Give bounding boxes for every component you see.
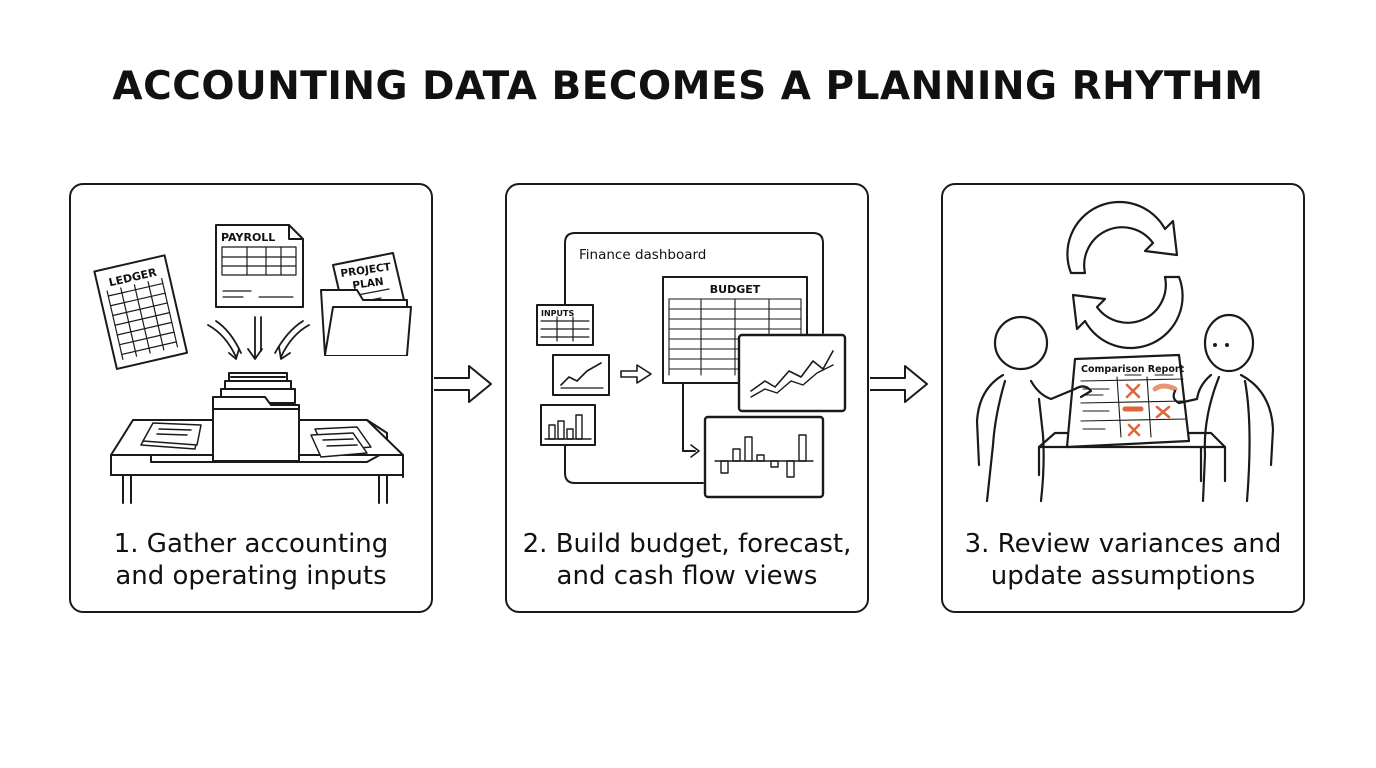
step-1-caption-line-2: and operating inputs xyxy=(115,561,387,591)
right-person-figure xyxy=(1172,313,1275,503)
left-person-figure xyxy=(975,315,1093,503)
dashboard-title: Finance dashboard xyxy=(579,247,706,263)
budget-label: BUDGET xyxy=(710,283,761,296)
forecast-chart xyxy=(737,333,847,413)
mini-bar-chart-icon xyxy=(540,404,596,446)
ledger-document-icon: LEDGER xyxy=(93,254,189,370)
step-2-caption-line-2: and cash flow views xyxy=(556,561,818,591)
step-arrow-1 xyxy=(434,365,492,403)
step-3-caption-line-2: update assumptions xyxy=(990,561,1256,591)
inputs-card: INPUTS xyxy=(536,304,594,346)
comparison-report-board: Comparison Report xyxy=(1065,353,1191,449)
variance-marks xyxy=(1122,383,1178,437)
inputs-label: INPUTS xyxy=(541,309,574,318)
step-1-caption: 1. Gather accounting and operating input… xyxy=(71,528,431,592)
flow-arrow-icon xyxy=(620,364,652,384)
payroll-document-icon: PAYROLL xyxy=(215,224,304,308)
step-3-caption: 3. Review variances and update assumptio… xyxy=(943,528,1303,592)
page-title: ACCOUNTING DATA BECOMES A PLANNING RHYTH… xyxy=(112,64,1264,109)
connector-line xyxy=(682,382,696,452)
project-plan-folder-icon: PROJECT PLAN xyxy=(320,252,412,356)
collect-arrows xyxy=(207,316,310,360)
payroll-label: PAYROLL xyxy=(221,231,275,244)
step-1-panel: LEDGER PAYROLL PROJECT PLAN xyxy=(69,183,433,613)
finance-dashboard-illustration: Finance dashboard INPUTS xyxy=(536,232,847,499)
step-3-panel: Comparison Report xyxy=(941,183,1305,613)
step-2-caption-line-1: 2. Build budget, forecast, xyxy=(522,529,852,559)
paper-stack-right-icon xyxy=(310,426,372,458)
file-box-icon xyxy=(212,372,300,462)
mini-line-chart-icon xyxy=(552,354,610,396)
step-2-panel: Finance dashboard INPUTS xyxy=(505,183,869,613)
gather-inputs-illustration: LEDGER PAYROLL PROJECT PLAN xyxy=(93,224,412,504)
paper-stack-left-icon xyxy=(140,422,202,450)
step-2-caption: 2. Build budget, forecast, and cash flow… xyxy=(507,528,867,592)
review-illustration: Comparison Report xyxy=(975,200,1275,503)
project-plan-label-2: PLAN xyxy=(352,276,385,292)
cash-flow-chart xyxy=(703,415,825,499)
step-3-caption-line-1: 3. Review variances and xyxy=(964,529,1282,559)
refresh-cycle-icon xyxy=(1066,200,1184,350)
step-arrow-2 xyxy=(870,365,928,403)
dashboard-frame xyxy=(564,232,824,334)
comparison-report-label: Comparison Report xyxy=(1081,364,1185,375)
step-1-caption-line-1: 1. Gather accounting xyxy=(113,529,389,559)
budget-table: BUDGET xyxy=(662,276,808,384)
